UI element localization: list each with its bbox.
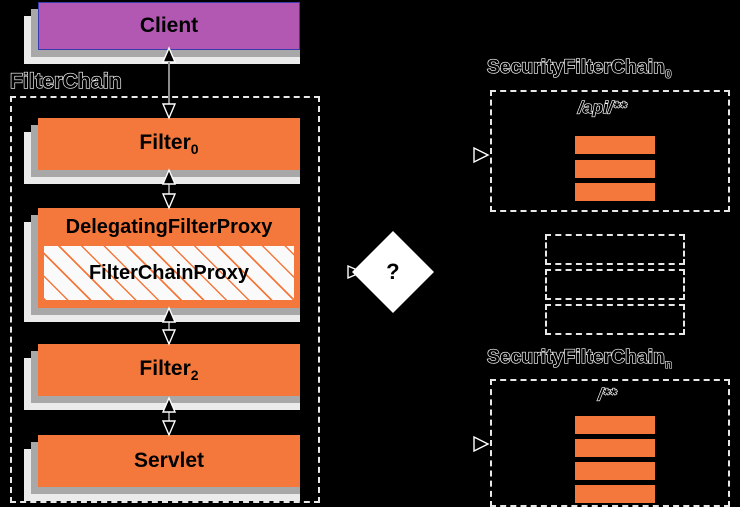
connector-decision-to-chain-0	[473, 146, 490, 164]
servlet-face: Servlet	[38, 435, 300, 487]
servlet-label: Servlet	[133, 449, 205, 472]
connector-filter0-delegatingfilterproxy	[161, 168, 177, 210]
filter-0-face: Filter0	[38, 118, 300, 170]
delegating-filter-proxy-face: DelegatingFilterProxy FilterChainProxy	[38, 208, 300, 308]
security-filter-chain-n-container	[490, 379, 730, 507]
delegating-filter-proxy-title-row: DelegatingFilterProxy	[38, 208, 300, 246]
security-filter-chain-0-title: SecurityFilterChain0	[486, 56, 672, 81]
delegating-filter-proxy-label: DelegatingFilterProxy	[65, 215, 273, 238]
security-filter-chain-n-filter-3[interactable]	[575, 462, 655, 480]
security-filter-chain-n-filter-1[interactable]	[575, 416, 655, 434]
filterchain-container-label: FilterChain	[9, 69, 122, 93]
security-filter-chain-placeholder-2	[545, 269, 685, 300]
client-label: Client	[139, 14, 199, 37]
filter-2-box[interactable]: Filter2	[24, 344, 300, 410]
security-filter-chain-0-filter-1[interactable]	[575, 136, 655, 154]
filter-0-subscript: 0	[190, 141, 199, 158]
security-filter-chain-0-filter-3[interactable]	[575, 183, 655, 201]
connector-decision-to-chain-n	[473, 435, 490, 453]
servlet-box[interactable]: Servlet	[24, 435, 300, 501]
security-filter-chain-n-filter-2[interactable]	[575, 439, 655, 457]
filter-0-box[interactable]: Filter0	[24, 118, 300, 184]
delegating-filter-proxy-box[interactable]: DelegatingFilterProxy FilterChainProxy	[24, 208, 300, 322]
filter-2-label: Filter	[139, 356, 191, 380]
security-filter-chain-n-pattern: /**	[597, 384, 617, 404]
security-filter-chain-placeholder-1	[545, 234, 685, 265]
connector-filter2-servlet	[161, 396, 177, 437]
filterchain-container	[10, 96, 320, 503]
filter-2-subscript: 2	[190, 367, 199, 384]
security-filter-chain-0-pattern: /api/**	[577, 97, 627, 117]
security-filter-chain-n-subscript: n	[664, 357, 673, 371]
client-box[interactable]: Client	[24, 2, 300, 64]
security-filter-chain-placeholder-3	[545, 304, 685, 335]
filter-2-face: Filter2	[38, 344, 300, 396]
security-filter-chain-0-container	[490, 90, 730, 212]
security-filter-chain-n-filter-4[interactable]	[575, 485, 655, 503]
filter-0-label: Filter	[139, 130, 191, 154]
connector-client-filter0	[161, 46, 177, 120]
connector-delegatingfilterproxy-filter2	[161, 306, 177, 346]
decision-label: ?	[386, 258, 400, 284]
security-filter-chain-0-filter-2[interactable]	[575, 160, 655, 178]
security-filter-chain-n-title: SecurityFilterChainn	[486, 346, 673, 371]
filter-chain-proxy-inner-box[interactable]: FilterChainProxy	[44, 246, 294, 300]
filter-chain-proxy-label: FilterChainProxy	[88, 261, 250, 284]
security-filter-chain-0-subscript: 0	[664, 67, 672, 81]
